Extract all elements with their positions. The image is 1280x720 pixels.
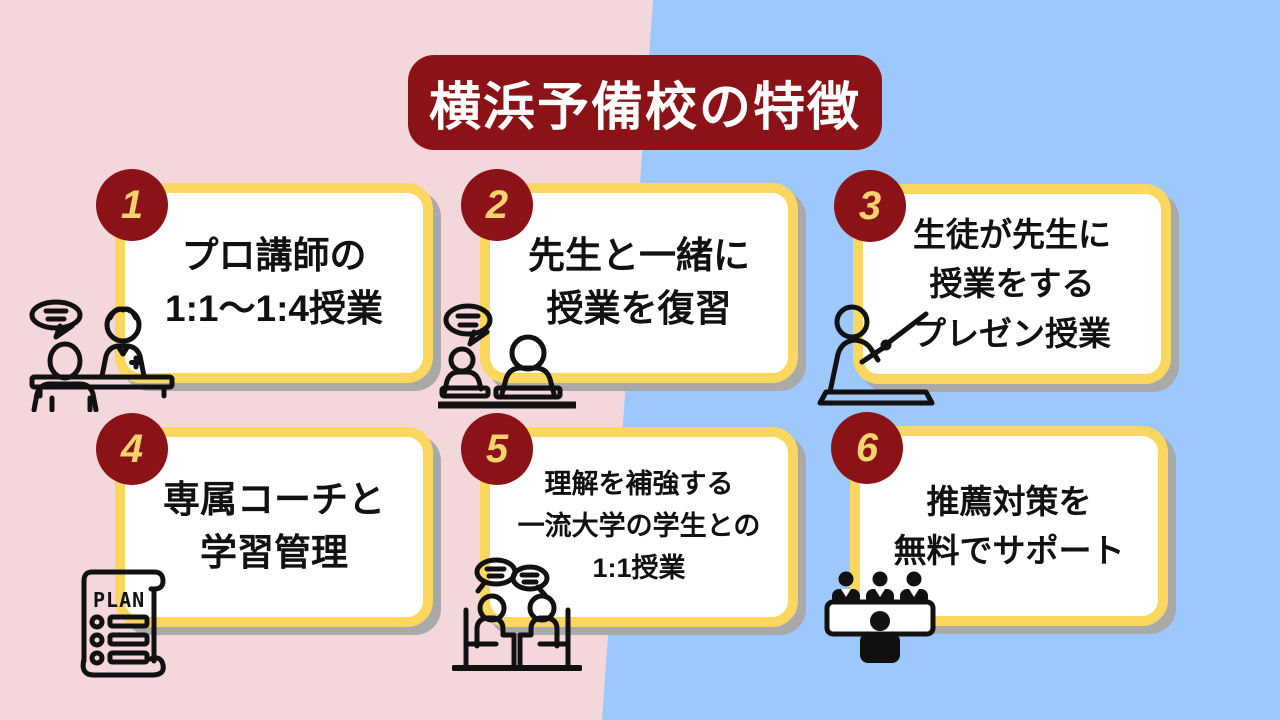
card-2-title: 先生と一緒に 授業を復習 [490, 230, 788, 335]
card-4-line-2: 学習管理 [200, 532, 348, 573]
card-4-title: 専属コーチと 学習管理 [125, 474, 423, 579]
feature-card-4: 4 専属コーチと 学習管理 [96, 413, 433, 627]
one-on-one-discussion-icon [451, 556, 583, 682]
card-4-line-1: 専属コーチと [163, 479, 385, 521]
review-with-teacher-icon [435, 296, 579, 414]
card-3-number-badge: 3 [834, 170, 906, 242]
card-1-title: プロ講師の 1:1〜1:4授業 [125, 230, 423, 335]
card-1-line-2: 1:1〜1:4授業 [165, 288, 383, 329]
student-presenter-icon [810, 300, 942, 418]
feature-card-2: 2 先生と一緒に 授業を復習 [461, 169, 798, 383]
card-5-line-2: 一流大学の学生との [517, 511, 761, 542]
card-4-number-badge: 4 [96, 413, 168, 485]
page-title: 横浜予備校の特徴 [408, 55, 882, 150]
plan-label: PLAN [93, 588, 145, 612]
feature-card-5: 5 理解を補強する 一流大学の学生との 1:1授業 [461, 413, 798, 627]
card-5-line-3: 1:1授業 [592, 552, 686, 583]
card-6-line-2: 無料でサポート [893, 532, 1125, 569]
card-2-number-badge: 2 [461, 169, 533, 241]
feature-card-3: 3 生徒が先生に 授業をする プレゼン授業 [834, 170, 1171, 384]
card-1-number-badge: 1 [96, 169, 168, 241]
card-6-number-badge: 6 [831, 412, 903, 484]
card-3-line-2: 授業をする [929, 265, 1095, 303]
card-2-line-1: 先生と一緒に [528, 235, 750, 277]
feature-card-6: 6 推薦対策を 無料でサポート [831, 412, 1168, 626]
interview-panel-icon [824, 566, 936, 670]
card-3-title: 生徒が先生に 授業をする プレゼン授業 [863, 210, 1161, 359]
card-5-line-1: 理解を補強する [544, 469, 734, 500]
card-6-title: 推薦対策を 無料でサポート [860, 477, 1158, 576]
card-3-line-1: 生徒が先生に [913, 215, 1111, 253]
plan-scroll-icon: PLAN [70, 564, 172, 680]
card-1-line-1: プロ講師の [181, 235, 367, 277]
card-3-line-3: プレゼン授業 [913, 314, 1111, 352]
card-5-number-badge: 5 [461, 413, 533, 485]
feature-card-1: 1 プロ講師の 1:1〜1:4授業 [96, 169, 433, 383]
teacher-at-desk-icon [20, 298, 182, 413]
card-6-line-1: 推薦対策を [926, 482, 1092, 520]
card-5-title: 理解を補強する 一流大学の学生との 1:1授業 [490, 464, 788, 590]
card-2-line-2: 授業を復習 [546, 288, 732, 329]
